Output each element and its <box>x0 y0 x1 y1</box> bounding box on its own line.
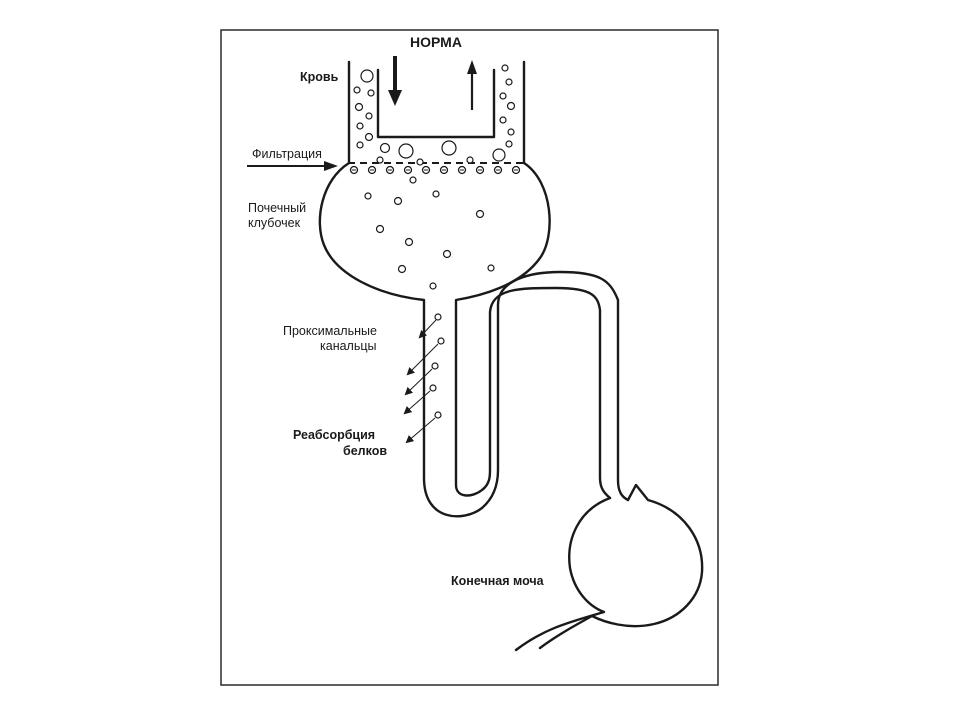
diagram-frame <box>220 29 719 686</box>
label-proximal-line1: Проксимальные <box>283 324 377 338</box>
reabsorption-arrows <box>403 313 445 444</box>
blood-flow-down-arrow-icon <box>388 56 402 106</box>
label-reabsorption-line2: белков <box>343 444 387 458</box>
filtration-pores <box>349 165 521 175</box>
blood-protein-bubbles <box>353 64 516 166</box>
label-glomerulus-line1: Почечный <box>248 201 306 215</box>
filtrate-bubbles <box>364 176 495 290</box>
blood-capillary <box>347 60 526 165</box>
diagram-title: НОРМА <box>410 34 462 50</box>
filtration-arrow-icon <box>247 161 338 171</box>
nephron-outline <box>318 161 704 652</box>
label-final-urine: Конечная моча <box>451 574 545 588</box>
blood-flow-up-arrow-icon <box>467 60 477 110</box>
label-reabsorption-line1: Реабсорбция <box>293 428 375 442</box>
label-glomerulus-line2: клубочек <box>248 216 301 230</box>
label-filtration: Фильтрация <box>252 147 322 161</box>
label-proximal-line2: канальцы <box>320 339 377 353</box>
label-blood: Кровь <box>300 70 339 84</box>
